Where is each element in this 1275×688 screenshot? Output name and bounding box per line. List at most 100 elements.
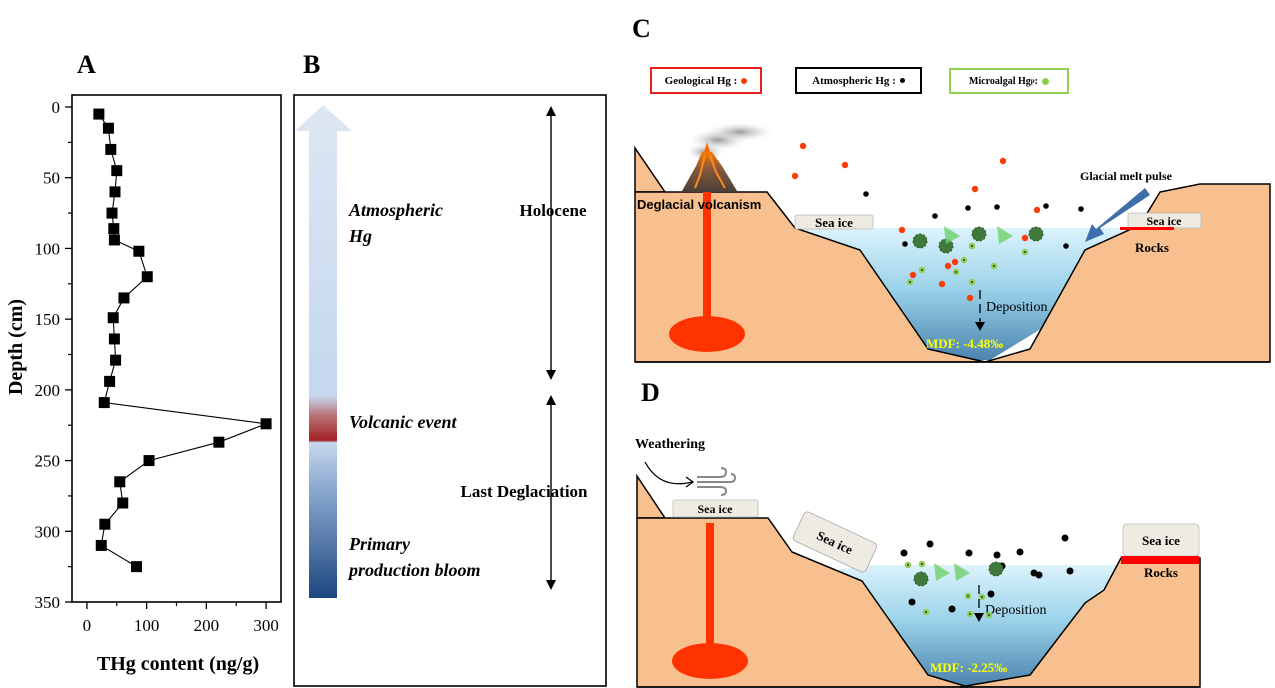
holocene-range-arrow [546, 106, 556, 380]
microalgae-cell-icon [912, 233, 928, 249]
microalgal-hg-dot-core [909, 281, 911, 283]
panel-c-letter: C [632, 14, 651, 43]
data-point [108, 234, 120, 246]
microalgal-hg-dot-core [1024, 251, 1026, 253]
atmospheric-hg-dot [1016, 548, 1024, 556]
atmospheric-hg-dot [908, 598, 916, 606]
microalgae-cell-icon [971, 226, 987, 242]
land-right [984, 183, 1271, 363]
data-point [98, 397, 110, 409]
magma-conduit [703, 192, 711, 330]
panel-b-letter: B [303, 50, 321, 79]
x-tick-label: 200 [194, 616, 220, 635]
geological-hg-dot [938, 280, 946, 288]
diatom-icon [944, 226, 960, 244]
atmospheric-hg-dot [902, 241, 908, 247]
legend-geological-label: Geological Hg : [664, 74, 738, 87]
weathering-arrow-icon [644, 461, 693, 485]
hg-source-arrow [295, 105, 352, 598]
data-point [143, 455, 155, 467]
land-right-d [959, 557, 1201, 688]
y-tick-label: 250 [35, 452, 61, 471]
sea-ice-top-d [672, 499, 759, 518]
microalgal-hg-dot-core [971, 245, 973, 247]
geological-hg-dot [971, 185, 979, 193]
data-point [95, 539, 107, 551]
atmospheric-hg-dot [993, 551, 1001, 559]
deposition-label: Deposition [986, 300, 1047, 315]
legend-microalgal-suffix: : [1034, 75, 1038, 87]
hg-particles-d [900, 534, 1074, 619]
rocks-red-layer [1120, 227, 1174, 230]
x-axis-label: THg content (ng/g) [97, 653, 259, 675]
primary-bloom-label-2: production bloom [347, 560, 481, 580]
weathering-arrowhead-icon [685, 476, 695, 488]
data-point [130, 561, 142, 573]
atmospheric-hg-dot [932, 213, 938, 219]
y-tick-label: 150 [35, 310, 61, 329]
atmospheric-hg-dot [1078, 206, 1084, 212]
data-point [213, 436, 225, 448]
geological-hg-dot [999, 157, 1007, 165]
data-point [118, 292, 130, 304]
legend-atmospheric-label: Atmospheric Hg : [812, 74, 896, 87]
mdf-value-label: MDF: -4.48‰ [926, 336, 1003, 351]
data-point [110, 354, 122, 366]
geological-hg-dot [898, 226, 906, 234]
panel-b-frame [293, 94, 607, 687]
data-point [109, 186, 121, 198]
data-point [107, 312, 119, 324]
panel-d-scene: Weathering Sea ice Sea ice Sea ice Rocks… [635, 437, 1201, 688]
microalgal-hg-dot-core [981, 596, 983, 598]
x-tick-label: 100 [134, 616, 160, 635]
deglacial-volcanism-label: Deglacial volcanism [637, 197, 761, 212]
mdf-value-label-d: MDF: -2.25‰ [930, 660, 1007, 675]
sea-ice-left [794, 214, 874, 230]
microalgae-cell-icon [1028, 226, 1044, 242]
geological-hg-dot [791, 172, 799, 180]
deglaciation-range-arrow [546, 395, 556, 590]
data-point [260, 418, 272, 430]
sea-ice-right-label: Sea ice [1147, 214, 1183, 228]
panel-a-letter: A [77, 50, 96, 79]
deposition-arrow-d [974, 585, 984, 622]
microalgal-hg-dot-core [907, 564, 909, 566]
glacial-melt-arrow-icon [1085, 188, 1150, 242]
sea-ice-right-label-d: Sea ice [1142, 533, 1180, 548]
geological-hg-dot [841, 161, 849, 169]
x-tick-label: 0 [83, 616, 92, 635]
atmospheric-hg-dot [926, 540, 934, 548]
atmospheric-hg-dot [994, 204, 1000, 210]
holocene-label: Holocene [519, 201, 586, 220]
data-point [114, 476, 126, 488]
data-point [93, 108, 105, 120]
glacial-melt-label: Glacial melt pulse [1080, 169, 1173, 183]
rocks-label: Rocks [1135, 240, 1169, 255]
data-point [99, 518, 111, 530]
volcanic-event-label: Volcanic event [349, 412, 457, 432]
legend-microalgal-sup: p [1030, 77, 1035, 85]
microalgal-hg-dot-core [925, 611, 927, 613]
atmospheric-hg-label-2: Hg [348, 226, 372, 246]
atmospheric-hg-label-1: Atmospheric [348, 200, 443, 220]
microalgal-hg-dot-core [963, 259, 965, 261]
microalgal-hg-dot-core [988, 614, 990, 616]
weathering-label: Weathering [635, 437, 705, 452]
data-point [106, 207, 118, 219]
microalgal-hg-dot-core [921, 563, 923, 565]
y-tick-label: 50 [43, 169, 60, 188]
atmospheric-hg-dot [1035, 571, 1043, 579]
atmospheric-hg-dot [948, 605, 956, 613]
y-tick-label: 200 [35, 381, 61, 400]
data-point [133, 245, 145, 257]
primary-bloom-label-1: Primary [348, 534, 411, 554]
data-point [111, 165, 123, 177]
microalgal-hg-dot-icon [1042, 77, 1049, 85]
atmospheric-hg-dot [1061, 534, 1069, 542]
microalgae-cell-icon [913, 571, 929, 587]
microalgal-hg-dot-core [955, 271, 957, 273]
legend-microalgal-label: Microalgal Hg [969, 75, 1031, 87]
atmospheric-hg-dot [900, 549, 908, 557]
geological-hg-dot [1021, 234, 1029, 242]
